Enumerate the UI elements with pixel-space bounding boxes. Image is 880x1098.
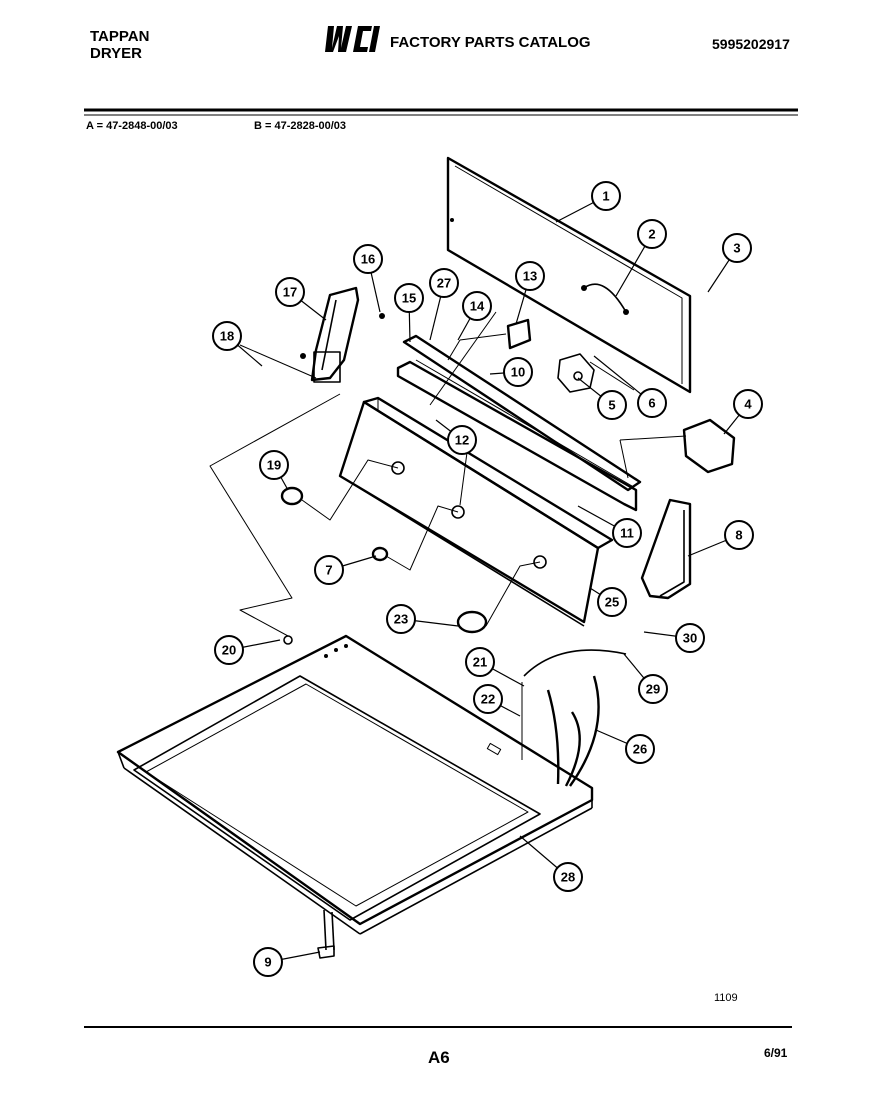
svg-text:13: 13 (523, 269, 537, 284)
control-back-panel (446, 156, 692, 394)
callout-11: 11 (612, 518, 642, 548)
catalog-title: FACTORY PARTS CATALOG (390, 34, 591, 51)
brand-line1: TAPPAN (90, 28, 150, 45)
svg-text:10: 10 (511, 365, 525, 380)
screw-leader (209, 393, 341, 637)
svg-text:27: 27 (437, 276, 451, 291)
callout-22: 22 (473, 684, 503, 714)
callout-8: 8 (724, 520, 754, 550)
callout-9: 9 (253, 947, 283, 977)
switch-component (447, 318, 532, 361)
callout-13: 13 (515, 261, 545, 291)
svg-text:6: 6 (648, 396, 655, 411)
timer-bracket (557, 353, 635, 393)
svg-text:25: 25 (605, 595, 619, 610)
callout-15: 15 (394, 283, 424, 313)
callout-16: 16 (353, 244, 383, 274)
end-cap (640, 498, 692, 600)
svg-text:3: 3 (733, 241, 740, 256)
timer (619, 418, 736, 479)
callout-17: 17 (275, 277, 305, 307)
callout-5: 5 (597, 390, 627, 420)
page-number: A6 (428, 1048, 450, 1067)
callout-20: 20 (214, 635, 244, 665)
revision-date: 6/91 (764, 1046, 788, 1060)
svg-text:9: 9 (264, 955, 271, 970)
callout-26: 26 (625, 734, 655, 764)
callout-27: 27 (429, 268, 459, 298)
screw-20 (283, 635, 293, 645)
callouts: 1 2 3 4 5 6 7 8 9 10 11 12 13 14 15 16 1… (212, 181, 763, 977)
svg-text:14: 14 (470, 299, 485, 314)
control-rail (396, 334, 642, 512)
left-bracket (239, 286, 385, 383)
drawing-number: 1109 (714, 992, 738, 1004)
callout-4: 4 (733, 389, 763, 419)
svg-text:22: 22 (481, 692, 495, 707)
callout-25: 25 (597, 587, 627, 617)
callout-3: 3 (722, 233, 752, 263)
svg-text:11: 11 (620, 526, 634, 541)
svg-text:7: 7 (325, 563, 332, 578)
knob-7 (371, 505, 459, 571)
callout-23: 23 (386, 604, 416, 634)
knob-23 (456, 561, 541, 634)
model-b-label: B = 47-2828-00/03 (254, 120, 347, 132)
svg-text:17: 17 (283, 285, 297, 300)
svg-text:20: 20 (222, 643, 236, 658)
brand-line2: DRYER (90, 45, 142, 62)
dryer-top-cover (116, 634, 594, 935)
console-panel (338, 311, 614, 627)
wire-harness (521, 649, 627, 787)
brand-label: TAPPAN DRYER (90, 28, 149, 62)
svg-text:28: 28 (561, 870, 575, 885)
callout-2: 2 (637, 219, 667, 249)
svg-text:4: 4 (744, 397, 752, 412)
callout-14: 14 (462, 291, 492, 321)
callout-28: 28 (553, 862, 583, 892)
model-a-label: A = 47-2848-00/03 (86, 120, 178, 132)
callout-29: 29 (638, 674, 668, 704)
svg-text:29: 29 (646, 682, 660, 697)
knob-19 (280, 459, 399, 521)
svg-text:30: 30 (683, 631, 697, 646)
svg-text:5: 5 (608, 398, 615, 413)
svg-text:16: 16 (361, 252, 375, 267)
callout-7: 7 (314, 555, 344, 585)
wci-logo (325, 26, 380, 52)
svg-text:15: 15 (402, 291, 416, 306)
callout-30: 30 (675, 623, 705, 653)
callout-12: 12 (447, 425, 477, 455)
callout-1: 1 (591, 181, 621, 211)
svg-text:8: 8 (735, 528, 742, 543)
leveling-leg (317, 909, 335, 959)
svg-text:18: 18 (220, 329, 234, 344)
callout-19: 19 (259, 450, 289, 480)
svg-text:23: 23 (394, 612, 408, 627)
svg-text:19: 19 (267, 458, 281, 473)
callout-21: 21 (465, 647, 495, 677)
svg-text:1: 1 (602, 189, 609, 204)
svg-text:12: 12 (455, 433, 469, 448)
callout-18: 18 (212, 321, 242, 351)
callout-10: 10 (503, 357, 533, 387)
catalog-number: 5995202917 (712, 36, 790, 52)
svg-text:2: 2 (648, 227, 655, 242)
callout-6: 6 (637, 388, 667, 418)
svg-text:26: 26 (633, 742, 647, 757)
svg-text:21: 21 (473, 655, 487, 670)
